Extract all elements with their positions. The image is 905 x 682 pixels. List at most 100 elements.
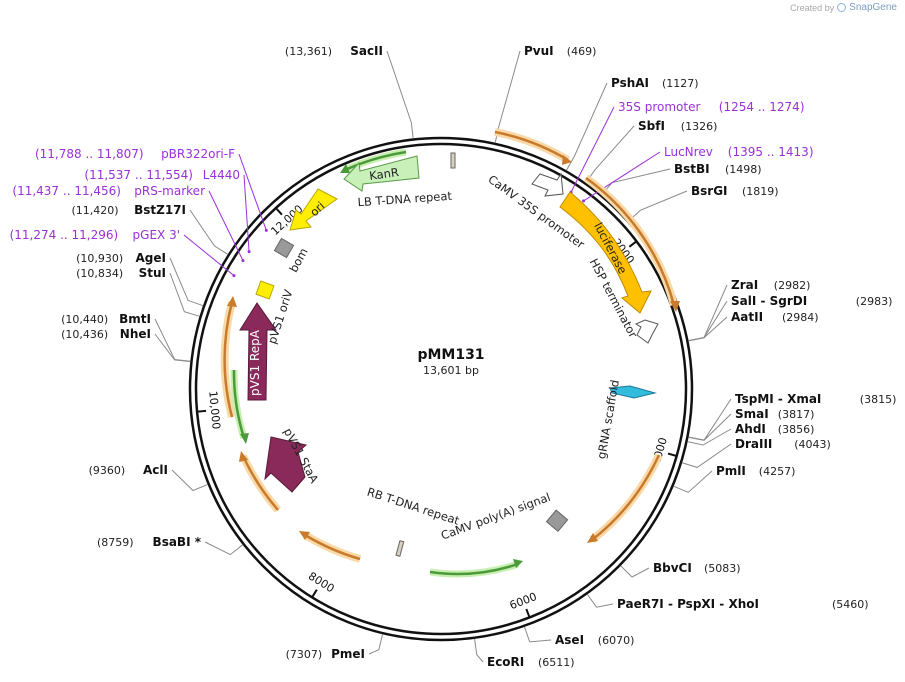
site-position: (1326)	[681, 120, 718, 133]
site-asei[interactable]: AseI (6070)	[523, 626, 635, 647]
snapgene-credit: Created by SnapGene	[790, 2, 897, 13]
site-name: AseI	[555, 633, 584, 647]
site-leader-line	[189, 209, 229, 255]
site-leader-line	[585, 125, 635, 184]
site-position: (3856)	[778, 423, 815, 436]
primer-35s-promoter[interactable]: 35S promoter(1254 .. 1274)	[569, 100, 805, 194]
site-name: PaeR7I - PspXI - XhoI	[617, 597, 759, 611]
site-pmei[interactable]: PmeI (7307)	[286, 634, 384, 661]
site-leader-line	[687, 428, 732, 446]
primer-marker	[582, 199, 586, 203]
primer-name: pGEX 3'	[133, 228, 180, 242]
site-pvui[interactable]: PvuI(469)	[494, 44, 596, 143]
site-sali-sgrdi[interactable]: SalI - SgrDI (2983)	[688, 294, 893, 342]
site-position: (3815)	[860, 393, 897, 406]
site-position: (7307)	[286, 648, 323, 661]
site-nhei[interactable]: NheI(10,436)	[61, 327, 191, 363]
plasmid-length: 13,601 bp	[423, 364, 479, 377]
site-leader-line	[368, 634, 384, 655]
snapgene-logo-icon	[837, 3, 847, 12]
site-position: (1127)	[662, 77, 699, 90]
kanr-label: KanR	[368, 165, 399, 183]
orange-arrow-3	[589, 453, 663, 544]
site-stui[interactable]: StuI(10,834)	[76, 266, 200, 317]
hsp-terminator-arrow	[634, 319, 659, 344]
primer-marker	[247, 250, 251, 254]
tick-2000	[628, 240, 638, 248]
primer-pgex-3[interactable]: pGEX 3'(11,274 .. 11,296)	[10, 228, 236, 278]
rb-tdna-repeat-box	[395, 540, 405, 557]
site-aatii[interactable]: AatII(2984)	[688, 310, 819, 342]
primer-marker	[241, 259, 245, 263]
bom-box	[273, 237, 295, 259]
primer-pbr322ori-f[interactable]: pBR322ori-F(11,788 .. 11,807)	[35, 147, 268, 232]
site-leader-line	[171, 469, 208, 492]
primer-marker	[232, 274, 236, 278]
site-position: (1498)	[725, 163, 762, 176]
primer-name: pBR322ori-F	[161, 147, 235, 161]
primer-name: pRS-marker	[134, 184, 205, 198]
tick-label-8000: 8000	[306, 570, 337, 596]
site-name: PvuI	[524, 44, 554, 58]
tick-6000	[525, 608, 531, 618]
site-paer7i-pspxi-xhoi[interactable]: PaeR7I - PspXI - XhoI(5460)	[586, 593, 869, 611]
site-leader-line	[169, 272, 200, 317]
site-smai[interactable]: SmaI(3817)	[688, 407, 815, 441]
site-draiii[interactable]: DraIII(4043)	[681, 437, 831, 468]
site-name: BstBI	[674, 162, 710, 176]
site-name: PmeI	[331, 647, 365, 661]
repa-label: pVS1 RepA	[248, 329, 262, 396]
site-leader-line	[154, 333, 191, 363]
site-name: AclI	[143, 463, 168, 477]
primer-prs-marker[interactable]: pRS-marker (11,437 .. 11,456)	[12, 184, 245, 263]
site-position: (13,361)	[285, 45, 332, 58]
site-name: AatII	[731, 310, 763, 324]
site-pmli[interactable]: PmlI(4257)	[673, 464, 796, 493]
primer-l4440[interactable]: L4440(11,537 .. 11,554)	[84, 168, 251, 254]
site-ecori[interactable]: EcoRI(6511)	[474, 638, 575, 669]
site-position: (3817)	[778, 408, 815, 421]
primer-leader-line	[243, 174, 250, 252]
site-name: SalI - SgrDI	[731, 294, 807, 308]
site-bsrgi[interactable]: BsrGI(1819)	[628, 184, 779, 222]
tick-10000	[196, 409, 207, 413]
site-position: (6070)	[598, 634, 635, 647]
repa-arrow	[239, 302, 277, 401]
primer-name: L4440	[203, 168, 240, 182]
site-name: BsaBI *	[153, 535, 202, 549]
site-name: BbvCI	[653, 561, 692, 575]
primer-lucnrev[interactable]: LucNrev(1395 .. 1413)	[582, 145, 814, 203]
site-acli[interactable]: AclI(9360)	[89, 463, 208, 492]
site-bbvci[interactable]: BbvCI(5083)	[620, 561, 741, 578]
site-position: (10,440)	[61, 313, 108, 326]
site-name: EcoRI	[487, 655, 524, 669]
site-name: TspMI - XmaI	[735, 392, 821, 406]
site-bstz17i[interactable]: BstZ17I(11,420)	[72, 203, 229, 255]
site-leader-line	[673, 470, 713, 493]
site-agei[interactable]: AgeI(10,930)	[76, 251, 204, 307]
site-bsabi[interactable]: BsaBI * (8759)	[97, 535, 244, 556]
site-name: DraIII	[735, 437, 772, 451]
site-sacii[interactable]: SacII(13,361)	[285, 44, 414, 139]
site-leader-line	[494, 50, 521, 143]
primer-range: (11,437 .. 11,456)	[12, 184, 121, 198]
site-bmti[interactable]: BmtI(10,440)	[61, 312, 191, 362]
site-name: BstZ17I	[134, 203, 186, 217]
site-position: (2983)	[856, 295, 893, 308]
primer-marker	[264, 228, 268, 232]
site-position: (8759)	[97, 536, 134, 549]
primer-leader-line	[570, 106, 615, 193]
primer-range: (1395 .. 1413)	[728, 145, 814, 159]
site-pshai[interactable]: PshAI(1127)	[565, 76, 699, 171]
primer-leader-line	[238, 153, 267, 231]
site-leader-line	[688, 413, 732, 441]
site-ahdi[interactable]: AhdI(3856)	[687, 422, 815, 446]
site-bstbi[interactable]: BstBI (1498)	[601, 162, 762, 196]
restriction-sites: SacII(13,361)PvuI(469)PshAI(1127)SbfI(13…	[61, 44, 896, 669]
tick-label-6000: 6000	[508, 590, 539, 612]
site-leader-line	[169, 257, 204, 307]
site-zrai[interactable]: ZraI(2982)	[688, 278, 810, 342]
primer-sites: 35S promoter(1254 .. 1274)LucNrev(1395 .…	[10, 100, 814, 278]
site-name: NheI	[120, 327, 151, 341]
